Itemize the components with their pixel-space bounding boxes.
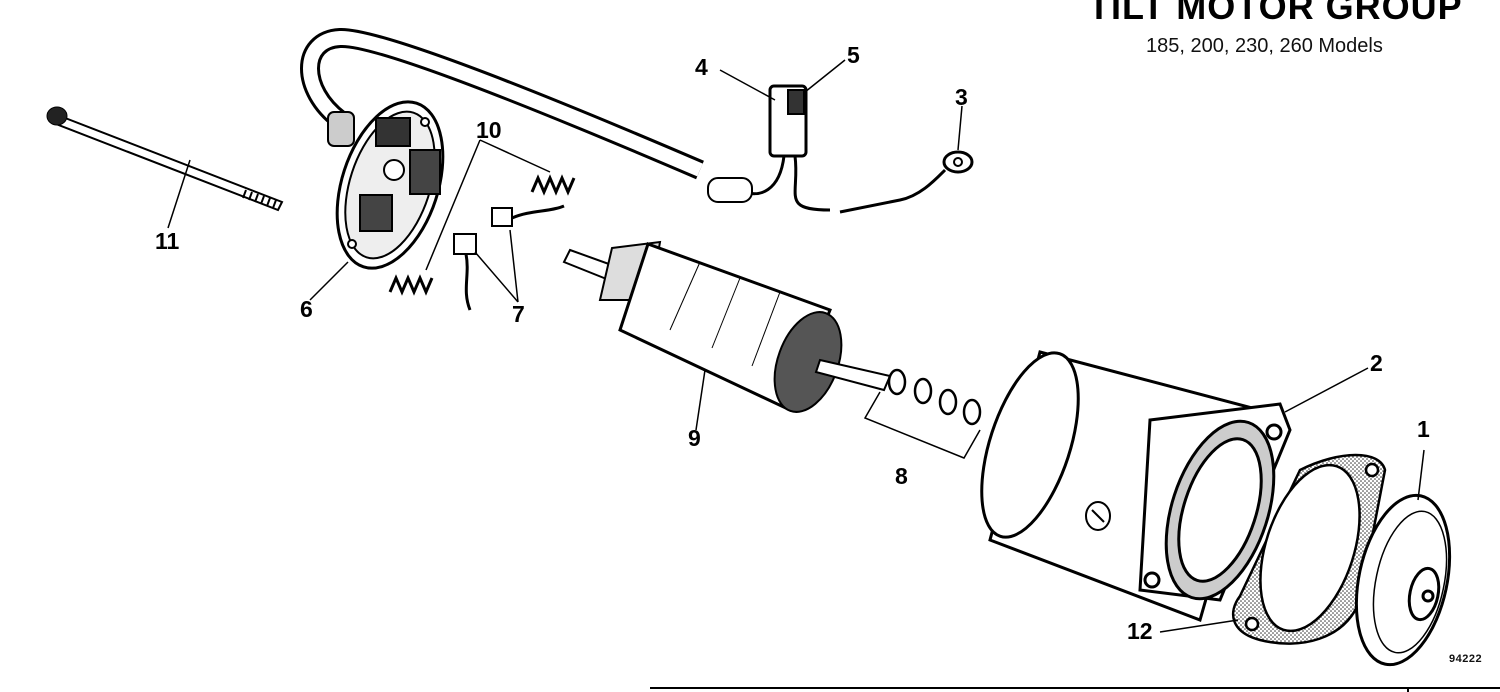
model-subtitle: 185, 200, 230, 260 Models (1146, 35, 1383, 57)
callout-leader-2 (1284, 367, 1369, 413)
callout-leader-11 (167, 159, 191, 229)
callout-leader-3 (957, 105, 963, 151)
brush-end-plate (300, 28, 704, 270)
callout-8: 8 (895, 463, 908, 489)
brush-springs (388, 139, 576, 296)
brushes (453, 204, 565, 311)
callout-1: 1 (1417, 416, 1430, 442)
callout-12: 12 (1127, 618, 1153, 644)
callout-11: 11 (155, 228, 180, 254)
callout-leader-4 (719, 69, 776, 101)
table-border (650, 687, 1500, 692)
gasket (1231, 453, 1387, 645)
callout-6: 6 (300, 296, 313, 322)
end-cap (1354, 493, 1452, 667)
callout-3: 3 (955, 84, 968, 110)
wire-harness (707, 84, 974, 214)
callout-leader-6 (309, 261, 349, 301)
callout-leader-1 (1417, 449, 1425, 501)
callout-5: 5 (847, 42, 860, 68)
callout-4: 4 (695, 54, 708, 80)
through-bolt (46, 106, 284, 212)
callout-7: 7 (512, 301, 525, 327)
callout-10: 10 (476, 117, 502, 143)
callout-9: 9 (688, 425, 701, 451)
motor-frame (980, 350, 1292, 622)
callout-leader-5 (804, 59, 846, 93)
figure-number: 94222 (1449, 653, 1483, 665)
page-title: TILT MOTOR GROUP (1088, 0, 1463, 27)
callout-leader-9 (695, 369, 706, 431)
armature (562, 240, 892, 413)
callout-2: 2 (1370, 350, 1383, 376)
thrust-washers (863, 368, 982, 459)
callout-leader-12 (1159, 619, 1239, 633)
